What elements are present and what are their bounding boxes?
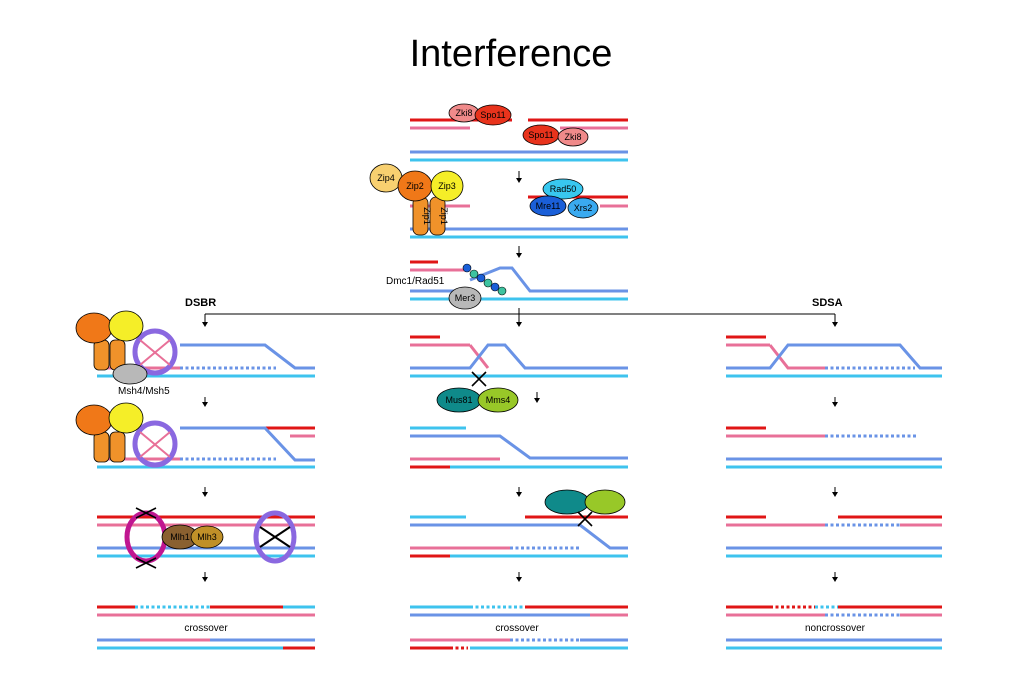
step-arrow: [516, 487, 522, 497]
step-arrow: [832, 397, 838, 407]
mms4-protein: [477, 387, 519, 413]
xrs2-protein: [567, 197, 599, 219]
strand-blue: [410, 434, 628, 460]
scissors-icon: [135, 557, 157, 569]
mer3-label: Mer3: [455, 293, 476, 303]
step-arrow: [202, 572, 208, 582]
dsbr-outcome-label: crossover: [184, 623, 228, 634]
strand-blue: [726, 343, 942, 370]
dsbr-crossover-product: crossover: [97, 605, 315, 650]
mre11-label: Mre11: [536, 201, 561, 211]
dmc1-rad51-filament: [462, 263, 472, 273]
rad50-protein: [542, 178, 584, 200]
middle-dloop: Mus81 Mms4: [410, 335, 628, 413]
zip3-protein: [108, 310, 144, 342]
step-arrow: [202, 487, 208, 497]
sdsa-annealing: [726, 515, 942, 558]
step-arrow: [516, 246, 522, 258]
zip1-label: Zip1: [422, 207, 432, 225]
zip2-protein: [75, 404, 113, 436]
sdsa-dloop: [726, 335, 942, 378]
diagram-title: Interference: [410, 33, 613, 75]
pathway-branch: [202, 308, 838, 327]
rad50-label: Rad50: [550, 184, 577, 194]
dmc1-rad51-filament: [483, 278, 493, 288]
xrs2-label: Xrs2: [574, 203, 593, 213]
crossed-strands: [139, 339, 171, 366]
dmc1-rad51-filament: [490, 282, 500, 292]
msh4-msh5-label: Msh4/Msh5: [118, 386, 170, 397]
scissors-icon: [577, 511, 593, 527]
step-resection: Zip1 Zip1 Zip4 Zip2 Zip3 Rad50 Mre11 Xrs…: [369, 163, 628, 239]
zip4-label: Zip4: [377, 173, 395, 183]
step-arrow: [516, 572, 522, 582]
mre11-protein: [529, 195, 567, 217]
spo11-label: Spo11: [528, 130, 553, 140]
mms4-protein: [584, 489, 626, 515]
joint-molecule-loop: [253, 510, 297, 564]
zki8-label: Zki8: [564, 132, 581, 142]
step-arrow: [832, 572, 838, 582]
mlh3-protein: [190, 525, 224, 549]
spo11-label: Spo11: [480, 110, 505, 120]
crossed-strands: [139, 431, 171, 458]
scissors-icon: [259, 526, 291, 548]
step-arrow: [534, 392, 540, 403]
zip1-protein: [93, 431, 110, 463]
middle-crossover-product: crossover: [410, 605, 628, 650]
zip2-protein: [75, 312, 113, 344]
sdsa-pathway-label: SDSA: [812, 297, 843, 309]
middle-cleavage: [410, 426, 628, 469]
middle-outcome-label: crossover: [495, 623, 539, 634]
mus81-label: Mus81: [445, 395, 472, 405]
step-arrow: [832, 487, 838, 497]
zki8-label: Zki8: [455, 108, 472, 118]
dmc1-rad51-filament: [476, 273, 486, 283]
joint-molecule-loop: [132, 420, 178, 468]
step-strand-invasion: Dmc1/Rad51 Mer3: [386, 260, 628, 310]
sdsa-displacement: [726, 426, 942, 469]
zip3-label: Zip3: [438, 181, 456, 191]
dmc1-rad51-filament: [469, 269, 479, 279]
zip3-protein: [430, 170, 464, 202]
spo11-protein: [474, 104, 512, 126]
zip1-protein: [109, 431, 126, 463]
strand-blue: [410, 523, 628, 550]
step-arrow: [516, 171, 522, 183]
zki8-protein: [557, 127, 589, 147]
zip1-protein: [93, 339, 110, 371]
sdsa-noncrossover-product: noncrossover: [726, 605, 942, 650]
mus81-protein: [544, 489, 590, 515]
step-arrow: [202, 397, 208, 407]
zip1-label: Zip1: [439, 207, 449, 225]
middle-second-end: [410, 489, 628, 558]
mlh1-label: Mlh1: [170, 532, 190, 542]
strand-blue: [180, 343, 315, 370]
step-spo11-cleavage: Zki8 Spo11 Spo11 Zki8: [410, 103, 628, 162]
dmc1-rad51-filament: [497, 286, 507, 296]
dsbr-dloop-msh: Msh4/Msh5: [75, 310, 315, 397]
msh4-msh5-protein: [112, 363, 148, 385]
dsbr-pathway-label: DSBR: [185, 297, 216, 309]
strand-blue: [180, 426, 315, 462]
strand-pink: [768, 344, 825, 370]
zip2-label: Zip2: [406, 181, 424, 191]
dsbr-second-end-capture: [75, 402, 315, 469]
sdsa-outcome-label: noncrossover: [805, 623, 866, 634]
joint-molecule-loop: [124, 510, 168, 564]
dmc1-rad51-label: Dmc1/Rad51: [386, 276, 445, 287]
mlh3-label: Mlh3: [197, 532, 217, 542]
scissors-icon: [471, 371, 487, 387]
strand-blue: [410, 343, 628, 370]
joint-molecule-loop: [132, 328, 178, 376]
mer3-protein: [448, 286, 482, 310]
mms4-label: Mms4: [486, 395, 511, 405]
dsbr-double-holliday-junction: Mlh1 Mlh3: [97, 507, 315, 569]
zip3-protein: [108, 402, 144, 434]
scissors-icon: [135, 507, 157, 519]
